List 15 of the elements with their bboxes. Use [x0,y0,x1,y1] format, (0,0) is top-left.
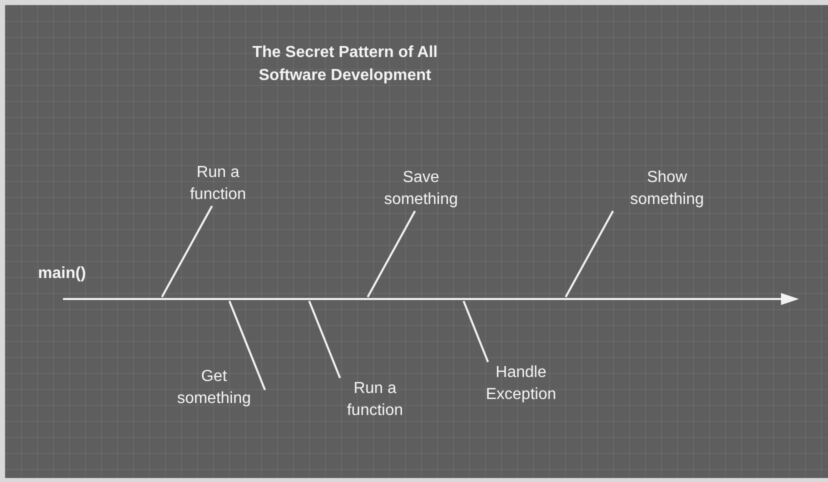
branch-line [308,300,341,378]
branch-label: Save something [383,168,459,210]
branch-line [161,206,213,298]
spine-arrow [63,296,799,302]
branch-label: Handle Exception [484,363,558,405]
branch-label: Get something [176,367,252,409]
branch-label: Run a function [188,163,248,205]
function-label: main() [38,264,86,284]
branch-line [228,300,266,390]
branch-line [462,300,489,362]
branch-label: Run a function [346,379,404,421]
branch-label: Show something [629,168,705,210]
branch-line [366,210,416,298]
branch-line [564,210,614,298]
diagram-title: The Secret Pattern of All Software Development [251,43,439,86]
